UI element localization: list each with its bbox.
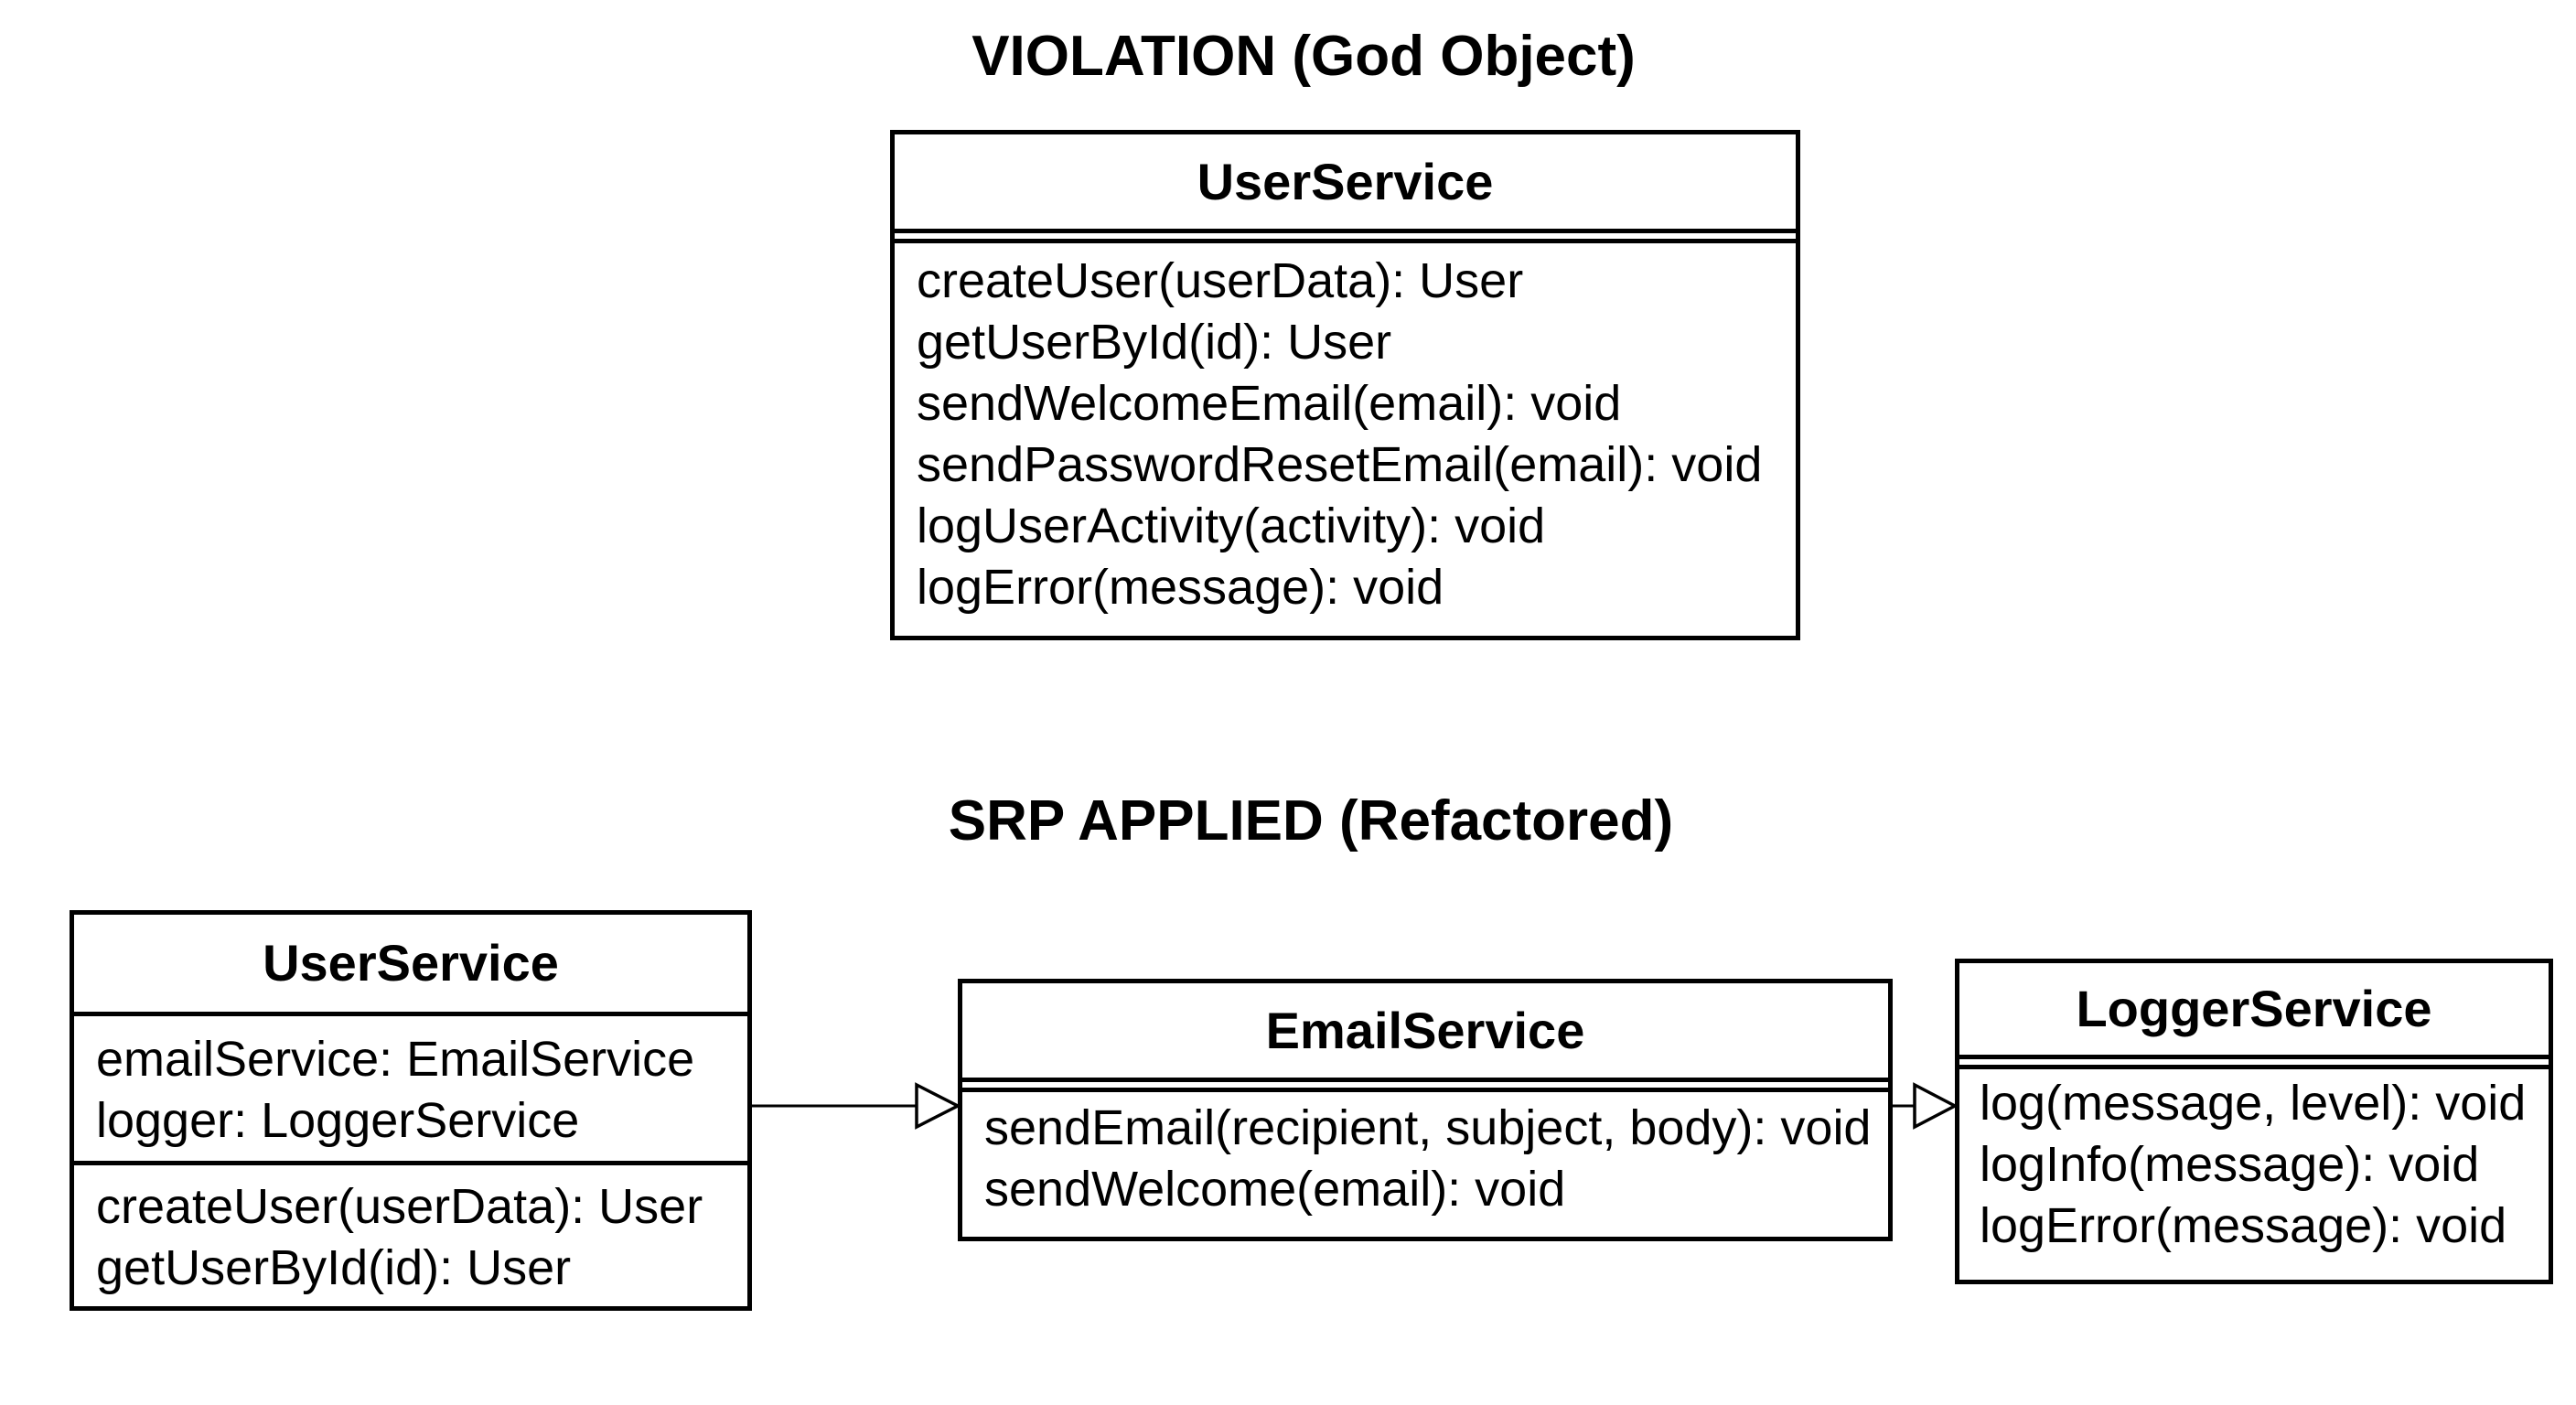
class-divider [74, 1161, 747, 1165]
method-item: logError(message): void [917, 560, 1444, 615]
method-item: createUser(userData): User [917, 253, 1524, 308]
class-name: EmailService [1265, 1002, 1585, 1059]
method-item: logInfo(message): void [1980, 1137, 2480, 1192]
method-item: createUser(userData): User [96, 1179, 703, 1234]
userservice-to-emailservice-arrow [752, 1082, 961, 1130]
method-item: sendWelcomeEmail(email): void [917, 376, 1622, 431]
method-item: getUserById(id): User [917, 315, 1392, 370]
class-divider [1959, 1055, 2549, 1069]
god-userservice-class: UserService createUser(userData): User g… [890, 130, 1800, 640]
attributes-section: emailService: EmailService logger: Logge… [74, 1016, 747, 1161]
class-name: UserService [263, 934, 559, 992]
class-name: LoggerService [2076, 980, 2432, 1037]
loggerservice-class: LoggerService log(message, level): void … [1955, 959, 2553, 1284]
methods-section: log(message, level): void logInfo(messag… [1959, 1069, 2549, 1257]
methods-section: createUser(userData): User getUserById(i… [895, 243, 1796, 618]
method-item: sendWelcome(email): void [984, 1162, 1566, 1217]
attribute-item: logger: LoggerService [96, 1093, 580, 1148]
class-divider [74, 1012, 747, 1016]
class-divider [895, 229, 1796, 243]
methods-section: createUser(userData): User getUserById(i… [74, 1165, 747, 1299]
refactored-heading: SRP APPLIED (Refactored) [948, 789, 1674, 853]
method-item: sendEmail(recipient, subject, body): voi… [984, 1100, 1872, 1155]
method-item: logUserActivity(activity): void [917, 499, 1546, 553]
emailservice-class: EmailService sendEmail(recipient, subjec… [958, 979, 1893, 1241]
userservice-class: UserService emailService: EmailService l… [70, 910, 752, 1311]
emailservice-to-loggerservice-arrow [1893, 1082, 1959, 1130]
arrow-head-icon [1913, 1082, 1959, 1130]
methods-section: sendEmail(recipient, subject, body): voi… [962, 1092, 1888, 1220]
class-name: UserService [1197, 153, 1494, 210]
violation-heading: VIOLATION (God Object) [971, 25, 1636, 88]
class-divider [962, 1078, 1888, 1092]
arrow-head-icon [915, 1082, 961, 1130]
method-item: sendPasswordResetEmail(email): void [917, 437, 1763, 492]
method-item: getUserById(id): User [96, 1240, 572, 1295]
attribute-item: emailService: EmailService [96, 1032, 695, 1087]
method-item: log(message, level): void [1980, 1076, 2527, 1131]
method-item: logError(message): void [1980, 1198, 2507, 1253]
